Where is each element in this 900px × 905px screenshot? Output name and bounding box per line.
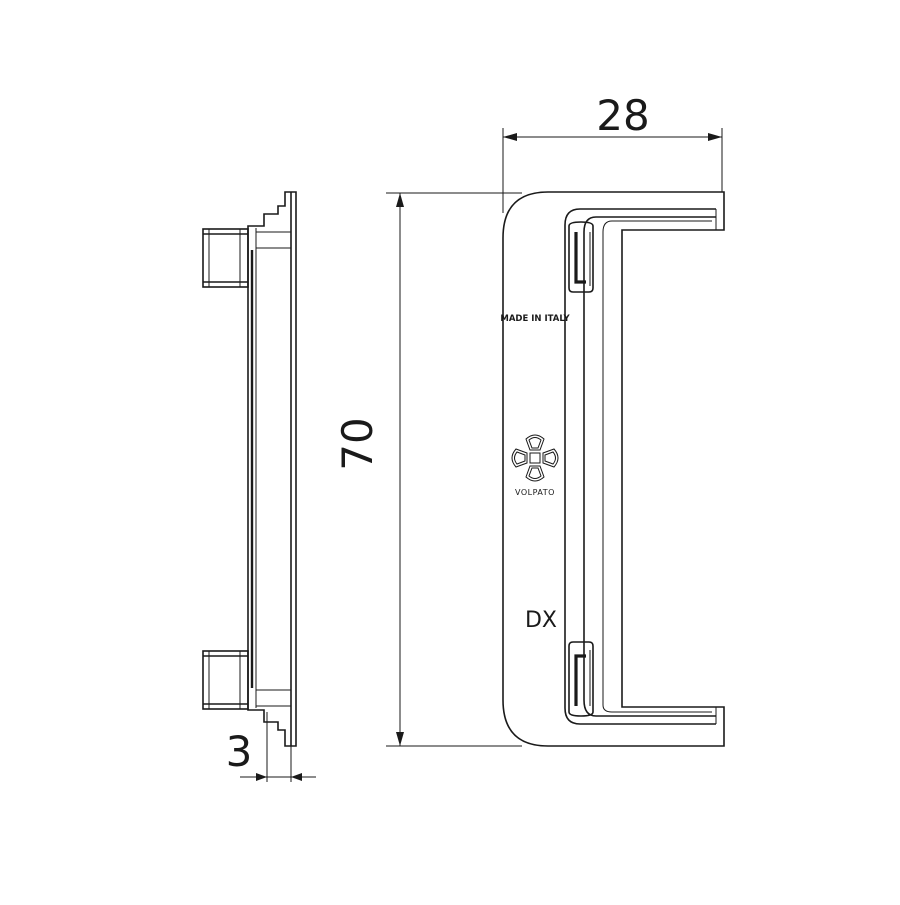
side-view-bottom-peg — [202, 650, 249, 710]
front-view-bottom-clip — [568, 641, 594, 717]
front-view-top-clip — [568, 221, 594, 293]
side-view: 3 — [202, 191, 316, 782]
side-view-top-peg — [202, 228, 249, 288]
thickness-dimension: 3 — [226, 712, 316, 782]
front-view-outline — [502, 191, 725, 747]
width-dimension: 28 — [502, 91, 723, 213]
made-in-italy-text: MADE IN ITALY — [500, 314, 570, 324]
volpato-brand-text: VOLPATO — [515, 488, 555, 497]
height-label: 70 — [333, 417, 382, 470]
front-view-groove — [602, 220, 712, 713]
thickness-label: 3 — [226, 727, 253, 776]
front-view-groove — [564, 208, 716, 725]
width-label: 28 — [596, 91, 649, 140]
side-marking-text: DX — [525, 608, 557, 633]
height-dimension: 70 — [333, 192, 522, 747]
front-view: MADE IN ITALY VOLPATO DX — [500, 191, 725, 747]
front-view-groove — [583, 216, 716, 717]
volpato-clover-logo-icon — [511, 434, 559, 482]
side-view-plate — [247, 191, 297, 747]
